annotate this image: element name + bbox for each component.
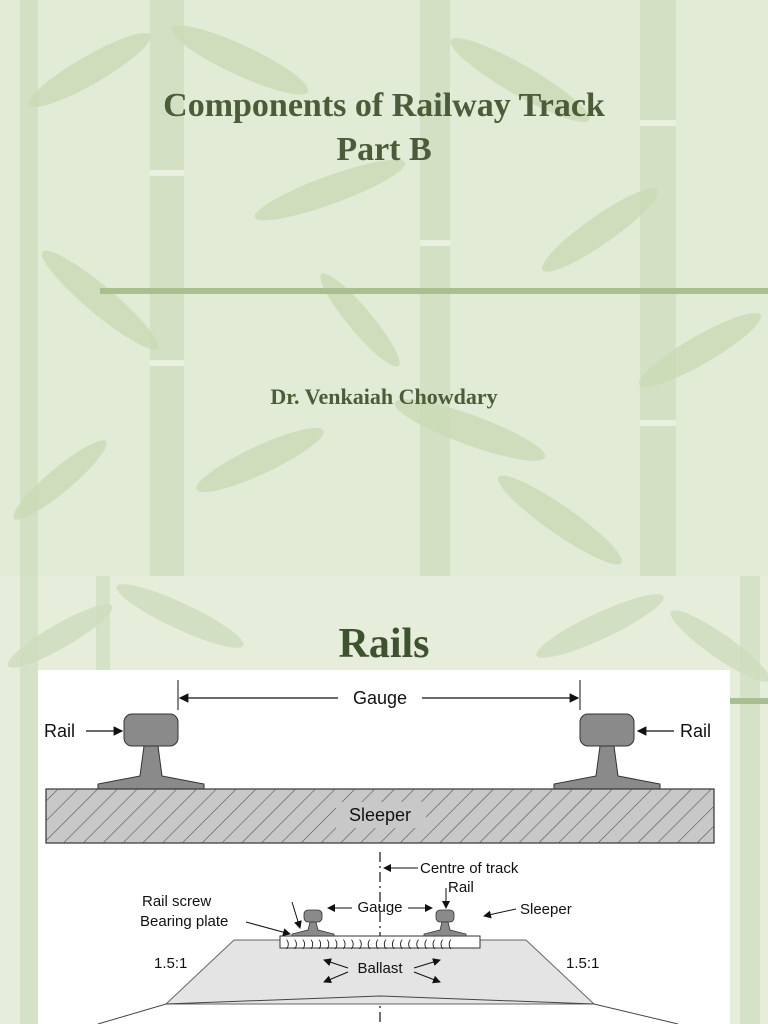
- small-rail-left: [291, 909, 335, 937]
- sleeper-label-bottom: Sleeper: [520, 901, 572, 918]
- track-diagram: Gauge Rail Rail Sleep: [44, 680, 715, 1024]
- slope-label-left: 1.5:1: [154, 955, 187, 972]
- centre-of-track-label: Centre of track: [420, 860, 519, 877]
- ballast-body: [164, 939, 596, 1005]
- formation-line: [97, 995, 679, 1024]
- bottom-track-diagram: Centre of track ) ) ) ) ) ) ) ) ) ) ( ( …: [97, 852, 679, 1024]
- ballast-arrow-right-2: [413, 971, 441, 984]
- slide-title: Components of Railway Track Part B: [0, 84, 768, 172]
- title-divider: [100, 288, 768, 294]
- rail-screw-label: Rail screw: [142, 893, 211, 910]
- ballast-arrow-right: [413, 958, 441, 969]
- rail-label-left: Rail: [44, 721, 75, 741]
- top-track-diagram: Gauge Rail Rail Sleep: [44, 680, 715, 844]
- author-name: Dr. Venkaiah Chowdary: [270, 384, 498, 409]
- rail-label-right: Rail: [680, 721, 711, 741]
- ballast-arrow-left: [323, 958, 349, 969]
- sleeper-label-bg: [336, 802, 426, 828]
- gauge-label-bottom: Gauge: [357, 899, 402, 916]
- ballast-arrow-left-2: [323, 971, 349, 983]
- slide-title: Rails: [338, 621, 430, 667]
- rail-left: [97, 713, 205, 790]
- sleeper-strip: [279, 935, 481, 949]
- title-line-2: Part B: [336, 131, 432, 168]
- ballast-label: Ballast: [357, 960, 403, 977]
- rail-screw-arrow: [291, 901, 302, 929]
- slope-label-right: 1.5:1: [566, 955, 599, 972]
- railway-track-figure: Gauge Rail Rail Sleep: [38, 670, 730, 1024]
- gauge-label: Gauge: [353, 688, 407, 708]
- bearing-plate-arrow: [245, 921, 291, 937]
- title-divider: [700, 698, 768, 704]
- sleeper-strip-texture: ) ) ) ) ) ) ) ) ) ) ( ( ( ( ( ( ( ( ( ( …: [286, 939, 453, 950]
- rails-slide: Rails Gauge: [0, 576, 768, 1024]
- bamboo-background: [13, 0, 762, 576]
- small-rail-right: [423, 909, 467, 937]
- bearing-plate-label: Bearing plate: [140, 913, 228, 930]
- title-slide: Components of Railway Track Part B Dr. V…: [0, 0, 768, 576]
- title-line-1: Components of Railway Track: [163, 87, 605, 124]
- rail-label: Rail: [448, 879, 474, 896]
- sleeper-label: Sleeper: [349, 805, 411, 825]
- rail-right: [553, 713, 661, 790]
- sleeper-arrow-bottom: [483, 908, 517, 919]
